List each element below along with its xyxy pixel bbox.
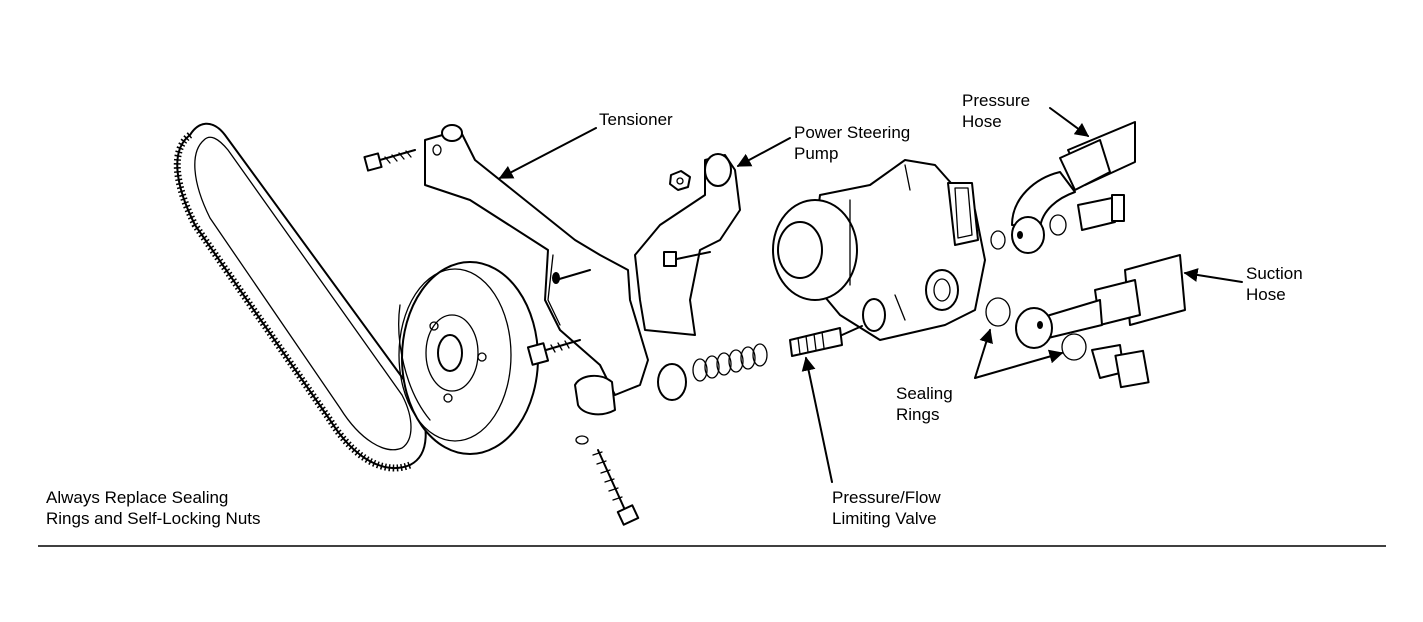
pulley	[398, 261, 539, 455]
nut	[669, 170, 691, 191]
tensioner-bracket	[424, 124, 649, 396]
pump-body	[772, 159, 986, 341]
label-pressure-hose: Pressure Hose	[962, 90, 1030, 132]
label-tensioner-text: Tensioner	[599, 110, 673, 129]
label-pump-line-2: Pump	[794, 144, 839, 163]
label-pressure-hose-line-1: Pressure	[962, 91, 1031, 110]
leader-arrows	[498, 107, 1243, 483]
pressure-flow-valve	[789, 325, 863, 357]
pressure-hose	[990, 121, 1136, 254]
note-line-2: Rings and Self-Locking Nuts	[46, 509, 261, 528]
bolt-top-left	[363, 149, 416, 172]
bolt-pulley	[526, 339, 581, 366]
label-pressure-flow-valve: Pressure/Flow Limiting Valve	[832, 487, 941, 529]
label-sealing-rings: Sealing Rings	[896, 383, 953, 425]
label-valve-line-1: Pressure/Flow	[832, 488, 941, 507]
label-pressure-hose-line-2: Hose	[962, 112, 1002, 131]
label-sealing-rings-line-2: Rings	[896, 405, 940, 424]
long-bolt	[574, 374, 640, 526]
label-suction-hose: Suction Hose	[1246, 263, 1303, 305]
label-sealing-rings-line-1: Sealing	[896, 384, 953, 403]
pump-bracket	[634, 153, 741, 336]
label-suction-hose-line-1: Suction	[1246, 264, 1303, 283]
drive-belt	[173, 122, 427, 472]
label-valve-line-2: Limiting Valve	[832, 509, 937, 528]
suction-hose	[985, 254, 1186, 389]
label-power-steering-pump: Power Steering Pump	[794, 122, 910, 164]
label-suction-hose-line-2: Hose	[1246, 285, 1286, 304]
valve-spring	[657, 343, 768, 401]
label-tensioner: Tensioner	[599, 109, 673, 130]
replacement-note: Always Replace Sealing Rings and Self-Lo…	[46, 487, 261, 529]
label-pump-line-1: Power Steering	[794, 123, 911, 142]
note-line-1: Always Replace Sealing	[46, 488, 229, 507]
